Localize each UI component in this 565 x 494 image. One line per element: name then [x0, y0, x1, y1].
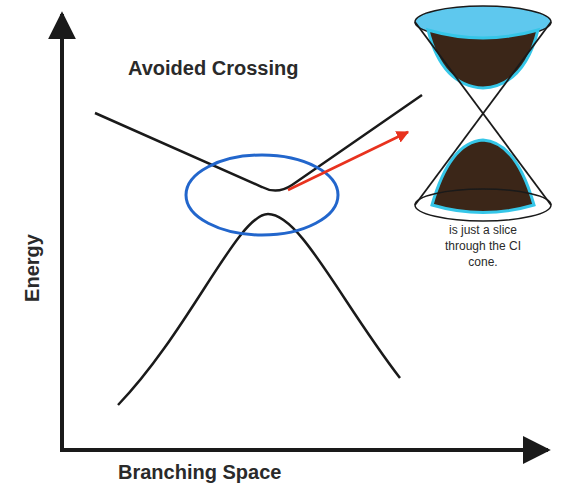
lower-surface-curve [118, 214, 400, 405]
curve-label: Avoided Crossing [128, 56, 298, 80]
upper-surface-curve [95, 95, 422, 191]
upper-cone-surface [428, 30, 538, 88]
cone-note: is just a slice through the CI cone. [437, 222, 529, 270]
energy-axis [60, 14, 64, 452]
lower-cone-surface [432, 140, 534, 213]
axis-label: Branching Space [118, 460, 281, 484]
axis-label: Energy [20, 234, 44, 302]
cone-bottom-rim [415, 189, 551, 221]
ci-cone [415, 6, 551, 221]
cone-edge [415, 22, 551, 205]
pointer-arrow [288, 132, 408, 190]
crossing-highlight-ellipse [186, 155, 338, 235]
branching-axis [60, 448, 548, 452]
cone-edge [415, 22, 551, 205]
